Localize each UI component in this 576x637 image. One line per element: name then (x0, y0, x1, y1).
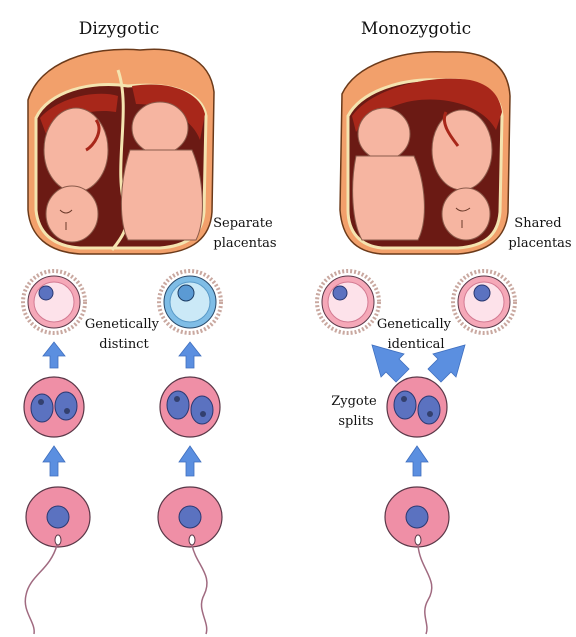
fetus-right-a (352, 107, 425, 241)
label-genetically-distinct: Genetically distinct (85, 317, 163, 352)
label-separate-placentas: Separate placentas (213, 216, 277, 251)
uterus-monozygotic (339, 51, 511, 255)
zygote-mono (386, 376, 448, 438)
fetus-left-b (121, 101, 203, 241)
egg-sperm-left-b (157, 486, 223, 635)
egg-pink-left (21, 269, 87, 335)
title-monozygotic: Monozygotic (361, 19, 471, 39)
zygote-left-b (159, 376, 221, 438)
fetus-right-b (431, 109, 493, 241)
arrow-up-mono-lower (405, 445, 429, 477)
egg-pink-right-b (451, 269, 517, 335)
arrow-up-right-upper (178, 341, 202, 369)
title-dizygotic: Dizygotic (79, 19, 160, 39)
egg-blue-left (157, 269, 223, 335)
egg-pink-right-a (315, 269, 381, 335)
uterus-dizygotic (27, 48, 215, 255)
arrow-up-right-lower (178, 445, 202, 477)
arrow-up-left-lower (42, 445, 66, 477)
label-shared-placentas: Shared placentas (508, 216, 571, 251)
egg-sperm-left (24, 486, 91, 635)
arrows (42, 341, 466, 477)
label-genetically-identical: Genetically identical (377, 317, 455, 352)
egg-sperm-mono (384, 486, 450, 635)
zygote-left (23, 376, 85, 438)
arrow-up-left-upper (42, 341, 66, 369)
fetus-left-a (43, 107, 109, 243)
arrow-split-left (371, 344, 410, 383)
label-zygote-splits: Zygote splits (331, 394, 381, 429)
arrow-split-right (427, 344, 466, 383)
